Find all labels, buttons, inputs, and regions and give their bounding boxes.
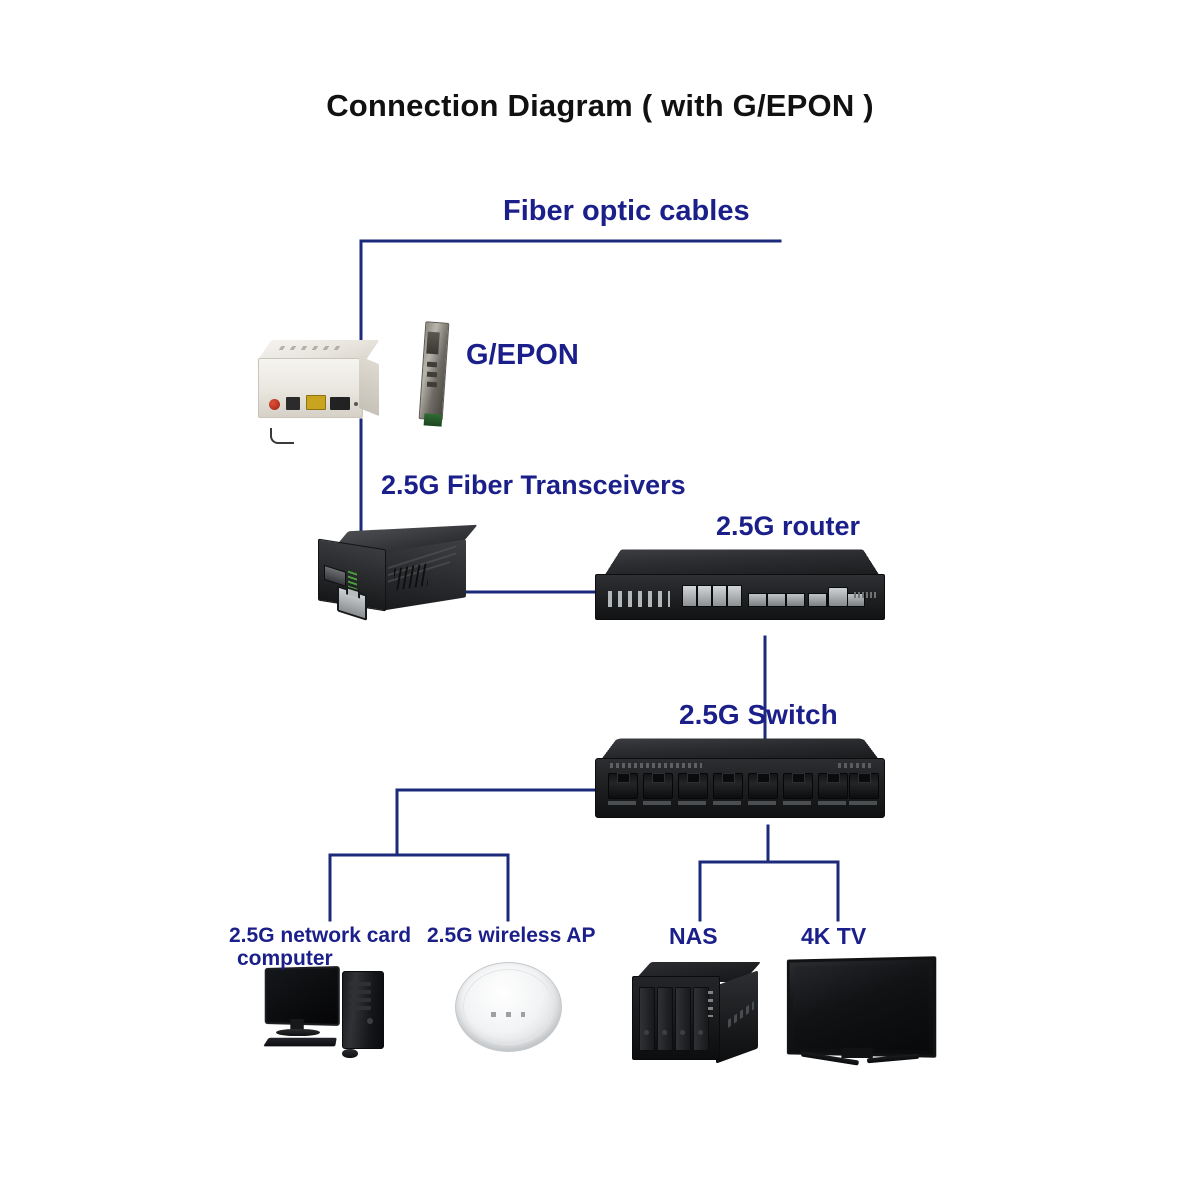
switch-port-label-5 [748, 801, 776, 805]
label-nas: NAS [669, 923, 718, 949]
label-router: 2.5G router [716, 511, 861, 541]
computer-drive-bay [349, 990, 371, 994]
switch-port-label-8 [849, 801, 877, 805]
media-converter-front-face [318, 538, 386, 621]
switch-front-panel [595, 758, 885, 818]
switch-port-5 [748, 773, 778, 799]
onu-lan-port [306, 395, 326, 410]
tv-screen [786, 956, 937, 1058]
router-rj45-port [697, 585, 712, 607]
label-tv: 4K TV [801, 923, 867, 949]
device-media-converter [318, 524, 478, 621]
switch-port-2 [643, 773, 673, 799]
label-network-card-computer-line1: 2.5G network card [229, 924, 412, 947]
router-led-bank [608, 591, 670, 607]
router-rj45-port [682, 585, 697, 607]
wire-fiber-uplink [359, 239, 782, 349]
router-top-face [603, 549, 881, 577]
sfp-vent-slot [426, 381, 438, 388]
computer-keyboard [263, 1037, 337, 1047]
nas-drive-bay-3 [675, 987, 691, 1051]
computer-tower [342, 971, 384, 1049]
router-sfp-slot [748, 593, 767, 607]
router-front-panel [595, 574, 885, 620]
wire-switch-to-nas [698, 824, 770, 922]
onu-power-cable [270, 428, 294, 444]
wire-switch-to-tv [766, 860, 840, 922]
sfp-gold-finger-pcb [423, 413, 443, 427]
label-network-card-computer-line2: computer [237, 946, 333, 970]
switch-port-label-2 [643, 801, 671, 805]
device-desktop-switch [595, 730, 885, 826]
computer-drive-bay [349, 998, 371, 1002]
device-optical-network-unit [256, 340, 380, 444]
router-sfp-slot [767, 593, 786, 607]
router-brand-mark [854, 592, 878, 598]
router-sfp-slot [786, 593, 805, 607]
wire-switch-to-wireless-ap [395, 853, 510, 922]
sfp-vent-slot [426, 361, 438, 368]
device-rack-router [595, 540, 885, 636]
nas-drive-bay-1 [639, 987, 655, 1051]
access-point-led-dots [491, 1012, 525, 1017]
onu-power-jack [269, 399, 280, 410]
device-sfp-module [418, 321, 452, 430]
device-television [783, 956, 937, 1068]
router-rj45-port [712, 585, 727, 607]
computer-power-led [367, 1018, 373, 1024]
sfp-vent-slot [426, 371, 438, 378]
onu-reset-button [286, 397, 300, 410]
computer-monitor-base [276, 1029, 320, 1036]
switch-port-label-3 [678, 801, 706, 805]
onu-indicator-dot [354, 402, 358, 406]
switch-brand-mark [838, 763, 872, 768]
computer-mouse [342, 1049, 358, 1058]
nas-drive-bay-4 [693, 987, 709, 1051]
tv-stand-neck [841, 1047, 873, 1059]
switch-model-text [610, 763, 702, 768]
computer-monitor [264, 965, 340, 1027]
label-fiber-transceivers: 2.5G Fiber Transceivers [381, 470, 686, 500]
switch-port-label-6 [783, 801, 811, 805]
onu-front-face [258, 358, 363, 418]
switch-port-8 [849, 773, 879, 799]
router-sfp-slot [808, 593, 827, 607]
switch-port-3 [678, 773, 708, 799]
label-network-card-computer: 2.5G network card computer [229, 924, 412, 970]
access-point-ring [463, 969, 554, 1045]
device-nas [632, 962, 762, 1064]
onu-wan-port [330, 397, 350, 410]
nas-brand-mark [728, 1001, 754, 1029]
page-title: Connection Diagram ( with G/EPON ) [326, 88, 874, 123]
switch-port-label-7 [818, 801, 846, 805]
label-switch: 2.5G Switch [679, 699, 838, 730]
switch-port-label-4 [713, 801, 741, 805]
media-converter-sfp-slot [324, 564, 346, 587]
computer-drive-bay [349, 982, 371, 986]
switch-port-4 [713, 773, 743, 799]
device-wireless-access-point [455, 962, 562, 1052]
sfp-label-window [426, 331, 440, 355]
switch-port-1 [608, 773, 638, 799]
label-gepon: G/EPON [466, 339, 579, 371]
router-rj45-port [727, 585, 742, 607]
nas-status-leds [708, 991, 713, 1017]
label-wireless-ap: 2.5G wireless AP [427, 924, 596, 947]
computer-drive-bay [349, 1006, 371, 1010]
switch-port-7 [818, 773, 848, 799]
nas-drive-bay-2 [657, 987, 673, 1051]
onu-side-face [359, 355, 379, 417]
router-console-port [828, 587, 848, 607]
device-desktop-computer [262, 965, 394, 1063]
onu-led-row [278, 346, 344, 350]
switch-port-label-1 [608, 801, 636, 805]
label-fiber-optic-cables: Fiber optic cables [503, 195, 750, 227]
nas-front-face [632, 976, 720, 1060]
tv-display-panel [793, 963, 929, 1051]
nas-side-face [716, 970, 758, 1064]
switch-port-6 [783, 773, 813, 799]
